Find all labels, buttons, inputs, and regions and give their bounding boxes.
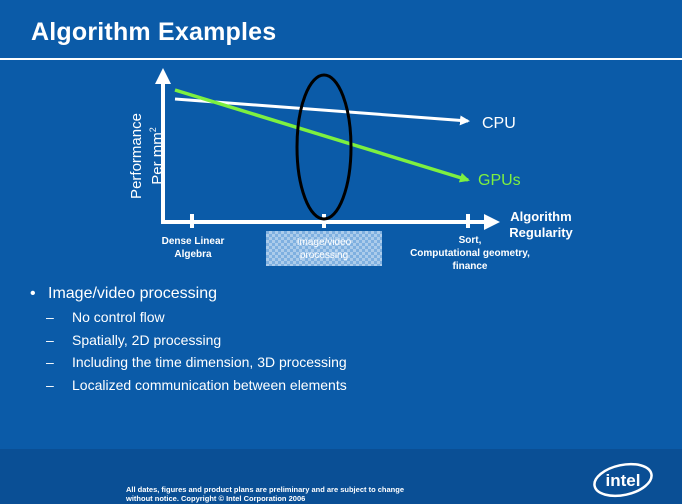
svg-text:intel: intel: [606, 471, 641, 490]
x-axis-arrow: [484, 214, 500, 230]
tick-label-image-video: Image/video processing: [266, 231, 382, 266]
bullet-dot-icon: •: [30, 285, 36, 302]
tick-label-sort: Sort, Computational geometry, finance: [410, 235, 530, 272]
slide-title: Algorithm Examples: [31, 18, 277, 46]
bullet-list: • Image/video processing –No control flo…: [30, 285, 347, 399]
sub-bullet: –Spatially, 2D processing: [46, 331, 222, 348]
tick-sort: [466, 214, 470, 228]
footer-disclaimer: All dates, figures and product plans are…: [126, 485, 404, 503]
sub-bullet: –Localized communication between element…: [46, 376, 347, 393]
y-axis-label-line2: Per mm2: [148, 127, 166, 185]
footer-band: [0, 449, 682, 504]
cpu-series-label: CPU: [482, 115, 516, 132]
x-axis-label-line2: Regularity: [509, 225, 573, 240]
tick-image-video: [322, 214, 326, 228]
cpu-line: [174, 97, 470, 126]
title-divider: [0, 58, 682, 60]
x-axis-label: Algorithm Regularity: [500, 209, 582, 241]
bullet-main-text: Image/video processing: [48, 285, 217, 302]
sub-bullet: –Including the time dimension, 3D proces…: [46, 354, 347, 370]
y-axis-label: Performance Per mm2: [128, 96, 168, 216]
gpu-line: [174, 88, 470, 183]
sub-bullet: –No control flow: [46, 309, 165, 325]
bullet-main: • Image/video processing: [30, 285, 347, 303]
y-axis-arrow: [155, 68, 171, 84]
gpu-series-label: GPUs: [478, 172, 521, 189]
tick-label-dense-linear: Dense Linear Algebra: [161, 236, 225, 260]
highlight-ellipse: [295, 73, 353, 221]
intel-logo-icon: intel: [593, 462, 653, 498]
y-axis-label-line1: Performance: [128, 113, 145, 199]
x-axis-label-line1: Algorithm: [510, 209, 572, 224]
tick-dense-linear: [190, 214, 194, 228]
